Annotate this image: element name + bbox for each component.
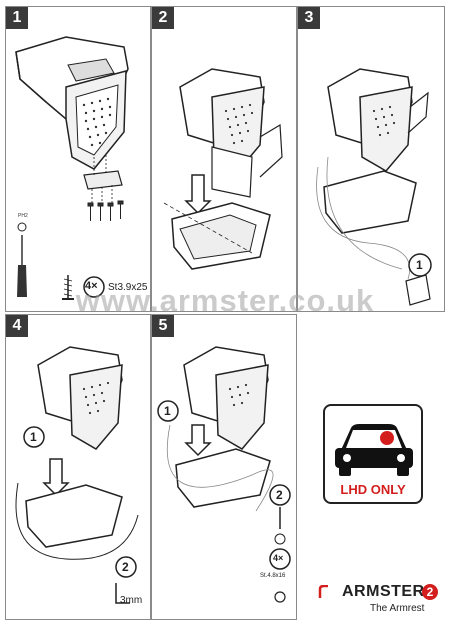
watermark: www.armster.co.uk: [75, 283, 375, 318]
step-number: 5: [152, 315, 174, 337]
screw-quantity: 4×: [85, 280, 98, 292]
callout-2: 2: [122, 560, 129, 574]
cable-routing-illustration: [316, 68, 432, 306]
callout-1: 1: [30, 430, 37, 444]
screw-spec: St.4.8x16: [260, 573, 286, 579]
step-number: 3: [298, 7, 320, 29]
lhd-label: LHD ONLY: [340, 482, 406, 497]
step-3-panel: 3 1: [297, 6, 445, 312]
step-2-panel: 2: [151, 6, 297, 312]
brand-name: ARMSTER: [342, 583, 425, 600]
step-4-panel: 4 1 2 3mm: [5, 314, 151, 620]
step-5-panel: 5 1 2 4× St.4.8x16: [151, 314, 297, 620]
callout-1: 1: [164, 404, 171, 418]
final-fixing-illustration: [157, 346, 291, 603]
screwdriver-label: PH2: [18, 213, 28, 219]
screw-spec: St3.9x25: [108, 282, 148, 293]
step-number: 2: [152, 7, 174, 29]
step-1-panel: 1: [5, 6, 151, 312]
callout-2: 2: [276, 488, 283, 502]
step-number: 1: [6, 7, 28, 29]
armster-logo-icon: [318, 585, 328, 598]
lhd-badge: LHD ONLY: [323, 404, 423, 504]
armrest-illustration: [15, 36, 129, 300]
screw-quantity: 4×: [273, 553, 284, 563]
brand-model-badge: 2: [422, 584, 438, 600]
callout-1: 1: [416, 258, 423, 272]
step-number: 4: [6, 315, 28, 337]
brand-logo: ARMSTER 2 The Armrest: [318, 583, 448, 619]
armrest-fit-illustration: [15, 346, 139, 604]
car-icon: [335, 424, 413, 476]
brand-tagline: The Armrest: [370, 603, 425, 614]
gap-label: 3mm: [120, 595, 143, 606]
armrest-mount-illustration: [163, 68, 283, 270]
